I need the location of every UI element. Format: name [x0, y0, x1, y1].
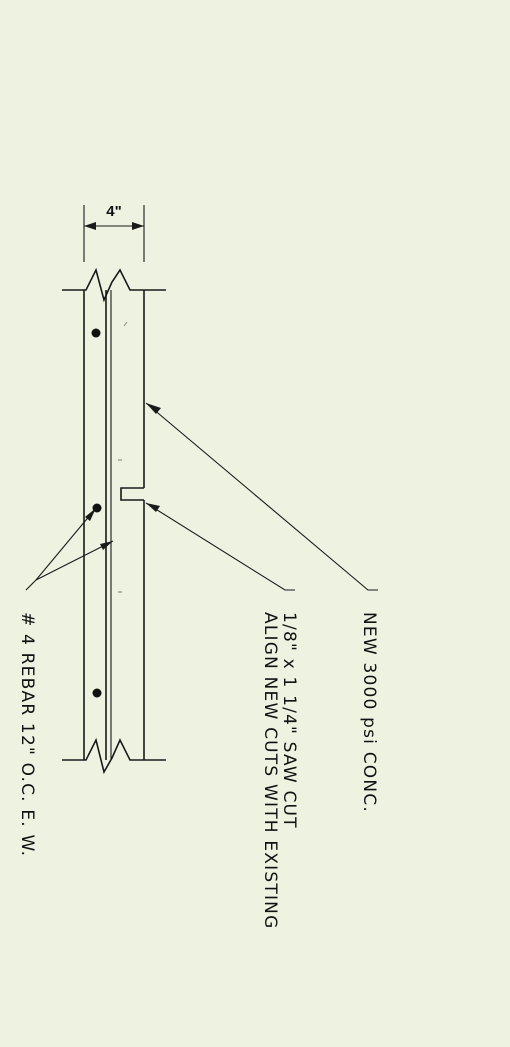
dimension-arrow-left: [84, 222, 96, 230]
rebar-dot-top: [91, 328, 101, 338]
dimension-4-inch: 4": [83, 203, 145, 262]
dimension-label: 4": [106, 203, 121, 220]
saw-cut-notch: [120, 487, 144, 501]
rebar-dot-bottom: [92, 688, 102, 698]
callout-saw-cut-line2: ALIGN NEW CUTS WITH EXISTING: [260, 612, 280, 929]
top-break-line: [62, 267, 166, 303]
callout-concrete: NEW 3000 psi CONC.: [359, 612, 379, 813]
leader-saw-cut: [145, 502, 295, 591]
bottom-break-line: [62, 737, 166, 775]
callout-rebar: # 4 REBAR 12" O.C. E. W.: [17, 612, 37, 857]
leader-rebar: [25, 507, 114, 591]
concrete-slab-section: [62, 267, 166, 775]
dimension-arrow-right: [132, 222, 144, 230]
leader-concrete: [145, 402, 378, 591]
callout-saw-cut-line1: 1/8" x 1 1/4" SAW CUT: [279, 612, 299, 829]
